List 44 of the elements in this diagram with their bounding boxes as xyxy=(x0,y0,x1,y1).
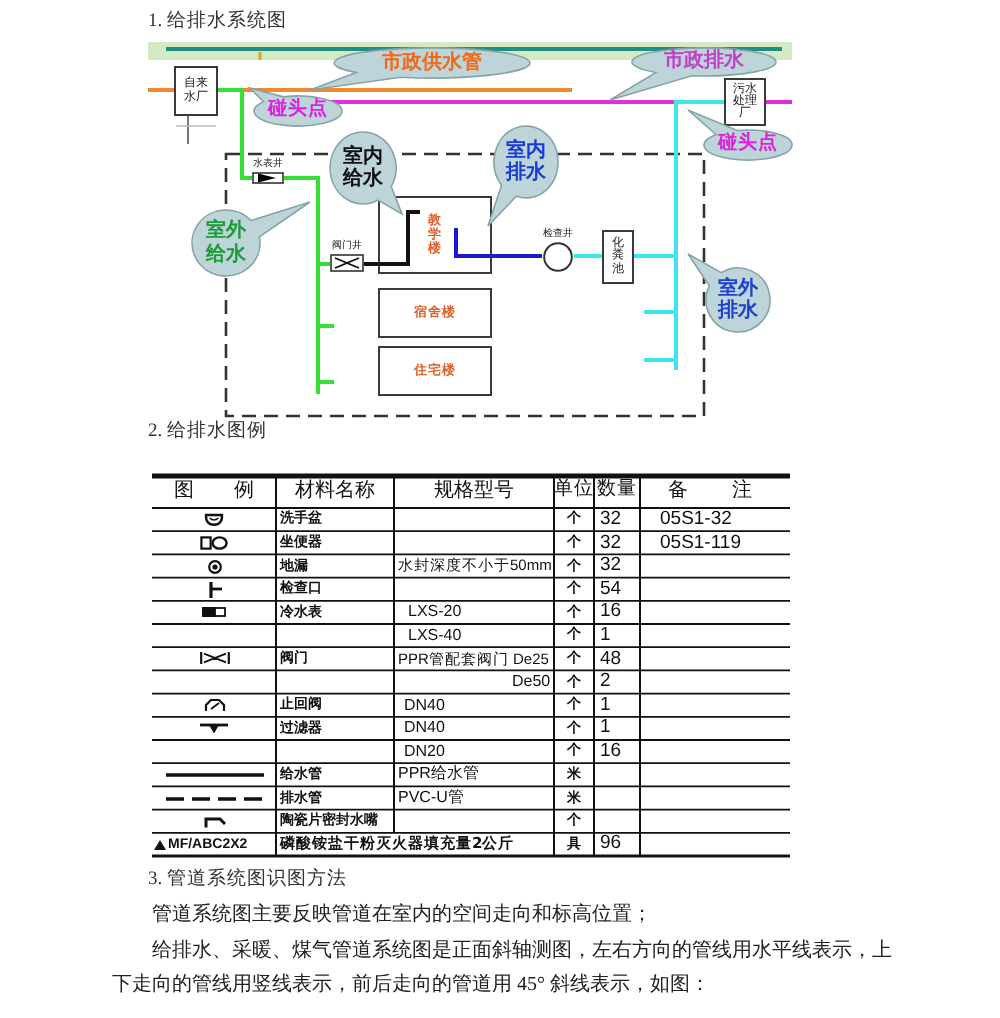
quantity-value: 96 xyxy=(600,834,622,854)
callout-bubble: 碰头点 xyxy=(248,86,344,128)
remark-code: 05S1-119 xyxy=(660,533,741,553)
quantity-value: 2 xyxy=(600,672,611,692)
spec-value: PPR给水管 xyxy=(398,766,479,783)
body-paragraph: 管道系统图主要反映管道在室内的空间走向和标高位置； xyxy=(150,901,654,930)
pipe-line xyxy=(492,254,542,258)
quantity-value: 1 xyxy=(600,718,611,738)
column-header: 备注 xyxy=(668,482,752,502)
pipe-line xyxy=(282,176,336,396)
remark-code: 05S1-32 xyxy=(660,510,732,530)
callout-bubble: 室内排水 xyxy=(486,124,560,228)
column-header: 数量 xyxy=(597,482,637,501)
pipe-line xyxy=(218,88,252,180)
quantity-value: 32 xyxy=(600,510,622,530)
callout-bubble: 室外排水 xyxy=(686,252,772,334)
quantity-value: 32 xyxy=(600,533,622,553)
section-heading: 2. 给排水图例 xyxy=(148,424,267,443)
quantity-value: 32 xyxy=(600,556,622,576)
pipe-line xyxy=(632,100,726,372)
spec-value: DN40 xyxy=(404,720,445,737)
quantity-value: 54 xyxy=(600,579,622,599)
pipe-line xyxy=(364,262,378,266)
quantity-value: 1 xyxy=(600,626,611,646)
pipe-line xyxy=(574,254,602,258)
spec-value: LXS-20 xyxy=(408,604,462,621)
spec-value: DN20 xyxy=(404,743,445,760)
section-heading: 3. 管道系统图识图方法 xyxy=(148,872,347,891)
spec-value: De50 xyxy=(512,674,551,690)
callout-bubble: 室内给水 xyxy=(328,130,404,216)
spec-value: PVC-U管 xyxy=(398,790,464,806)
column-header: 规格型号 xyxy=(434,482,514,502)
callout-bubble: 室外给水 xyxy=(190,200,312,278)
quantity-value: 48 xyxy=(600,649,622,669)
section-heading: 1. 给排水系统图 xyxy=(148,14,287,33)
quantity-value: 16 xyxy=(600,742,622,762)
spec-value: DN40 xyxy=(404,697,445,714)
quantity-value: 1 xyxy=(600,695,611,715)
column-header: 单位 xyxy=(554,482,594,501)
body-paragraph: 给排水、采暖、煤气管道系统图是正面斜轴测图，左右方向的管线用水平线表示，上下走向的管线用竖线表示，前后走向的管道用 45° 斜线表示，如图： xyxy=(112,937,894,1000)
column-header: 图例 xyxy=(174,482,254,502)
quantity-value: 16 xyxy=(600,602,622,622)
spec-value: LXS-40 xyxy=(408,627,462,644)
column-header: 材料名称 xyxy=(295,482,375,502)
